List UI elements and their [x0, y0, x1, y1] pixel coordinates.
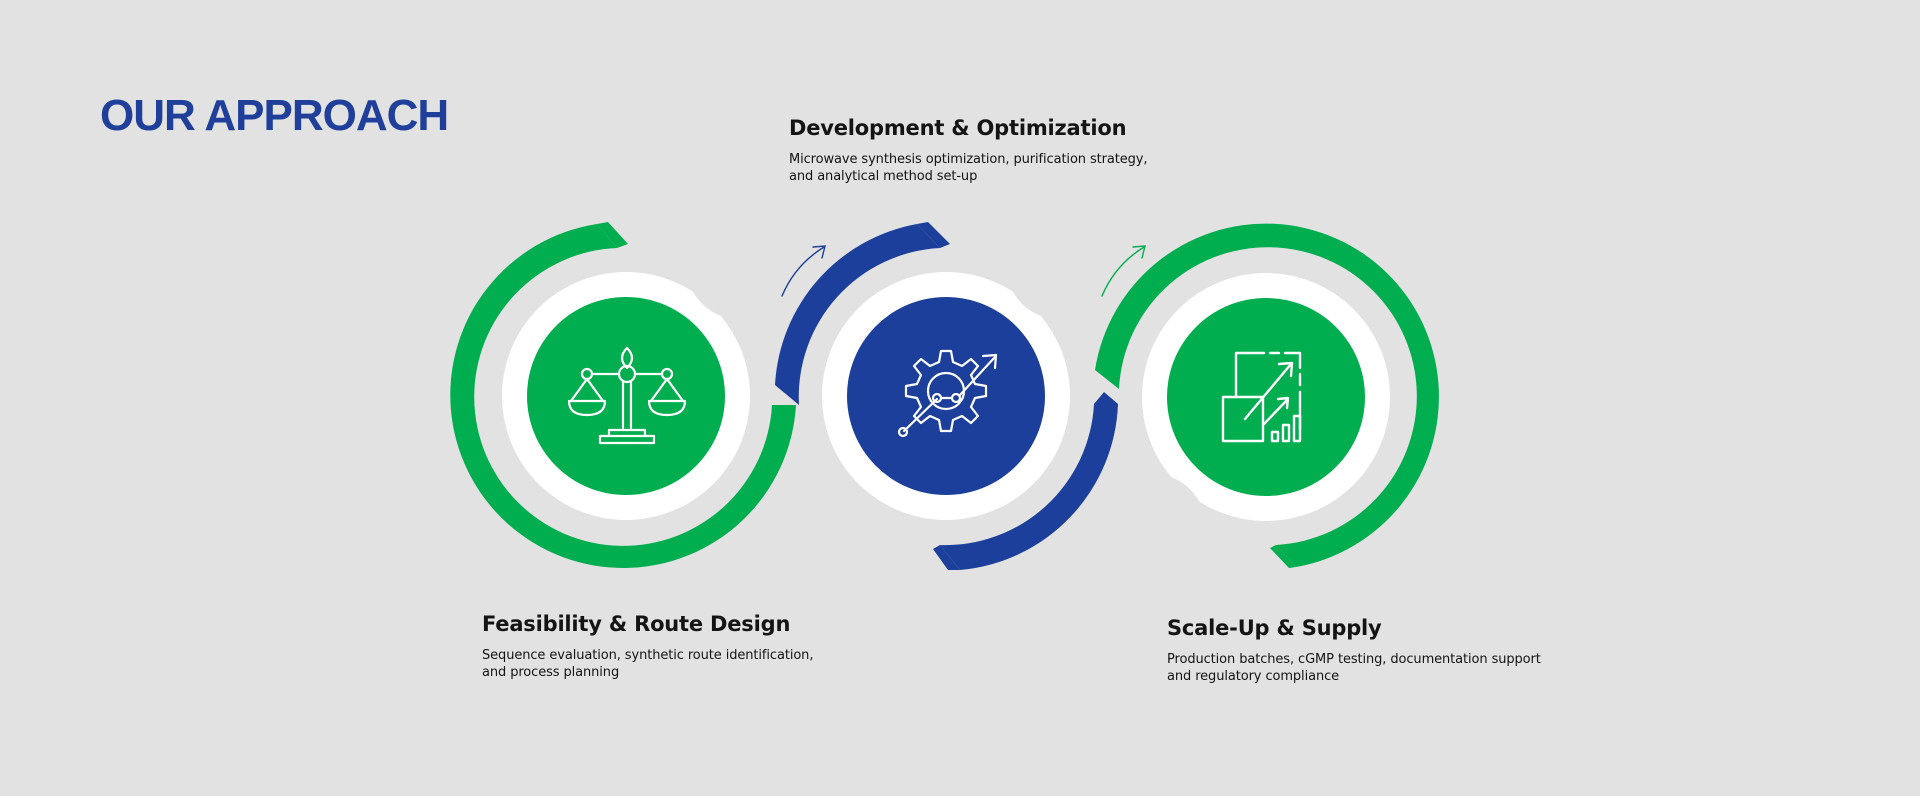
step-2-inner-circle	[847, 297, 1045, 495]
step-1-node	[450, 222, 796, 568]
step-1-inner-circle	[527, 297, 725, 495]
step-3-heading: Scale-Up & Supply	[1167, 616, 1382, 640]
step-2-node	[775, 222, 1118, 570]
step-1-outer-ring	[450, 222, 796, 568]
step-3-text: Scale-Up & Supply Production batches, cG…	[1167, 616, 1567, 685]
scale-up-growth-icon	[1221, 351, 1302, 443]
gear-optimization-icon	[897, 349, 998, 438]
step-3-outer-ring	[1095, 223, 1439, 568]
connector-arrow-1	[781, 245, 826, 297]
step-1-description: Sequence evaluation, synthetic route ide…	[482, 648, 814, 681]
step-1-heading: Feasibility & Route Design	[482, 612, 791, 636]
step-2-heading: Development & Optimization	[789, 116, 1127, 140]
step-2-description: Microwave synthesis optimization, purifi…	[789, 152, 1148, 185]
step-2-text: Development & Optimization Microwave syn…	[789, 116, 1169, 185]
connector-arrow-2	[1101, 245, 1146, 297]
step-3-node	[1095, 223, 1439, 568]
step-2-outer-ring	[775, 222, 1118, 570]
balance-scale-icon	[567, 346, 687, 445]
step-3-inner-circle	[1167, 298, 1365, 496]
page-title: OUR APPROACH	[100, 91, 449, 140]
step-3-description: Production batches, cGMP testing, docume…	[1167, 652, 1541, 685]
step-1-text: Feasibility & Route Design Sequence eval…	[482, 612, 842, 681]
